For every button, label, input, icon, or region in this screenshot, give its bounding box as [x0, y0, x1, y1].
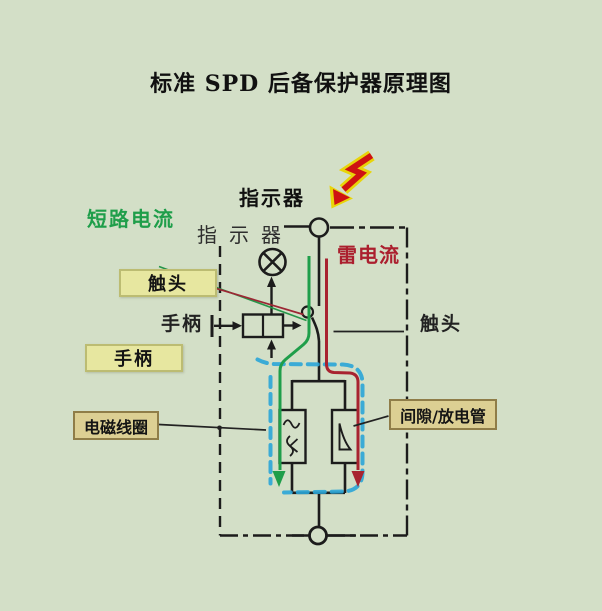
indicator-outer-label: 指示器 [239, 186, 305, 210]
short-circuit-current-line [272, 256, 311, 487]
page-title: 标准 SPD 后备保护器原理图 [150, 71, 452, 97]
gap-tube-leader [353, 415, 389, 427]
coil-callout-box: 电磁线圈 [73, 411, 159, 440]
indicator-inner-label: 指示器 [197, 223, 293, 247]
handle-callout-box: 手柄 [85, 344, 183, 372]
contact-right-label: 触头 [420, 313, 463, 335]
coil-callout-text: 电磁线圈 [83, 417, 148, 437]
impulse-wave-symbol [338, 423, 353, 451]
contact-callout-box: 触头 [119, 269, 217, 297]
component-drains [290, 463, 347, 493]
release-hook-symbol [286, 435, 299, 457]
component-feeds [290, 380, 347, 410]
handle-callout-text: 手柄 [114, 349, 154, 370]
short-circuit-path-blue [255, 357, 365, 495]
coil-leader-dot [217, 425, 222, 431]
lightning-bolt-icon [329, 150, 375, 209]
contact-callout-text: 触头 [148, 274, 188, 295]
wire-switch-tail [310, 316, 321, 342]
coil-component-box [278, 408, 307, 465]
handle-inline-label: 手柄 [161, 313, 204, 335]
indicator-lamp-icon [258, 247, 287, 277]
coil-sine-symbol [282, 419, 301, 429]
top-terminal-node [308, 217, 330, 238]
short-circuit-current-label: 短路电流 [87, 207, 175, 231]
contact-mechanism [210, 313, 302, 358]
lightning-current-line [325, 258, 365, 487]
lightning-current-label: 雷电流 [337, 243, 400, 267]
lamp-actuate-arrow [267, 276, 276, 314]
bottom-terminal-node [308, 525, 328, 546]
gap-tube-component-box [330, 408, 360, 465]
gap-tube-callout-text: 间隙/放电管 [400, 406, 486, 426]
circuit-wires [284, 225, 356, 537]
coil-leader [158, 423, 267, 431]
gap-tube-callout-box: 间隙/放电管 [389, 399, 497, 430]
